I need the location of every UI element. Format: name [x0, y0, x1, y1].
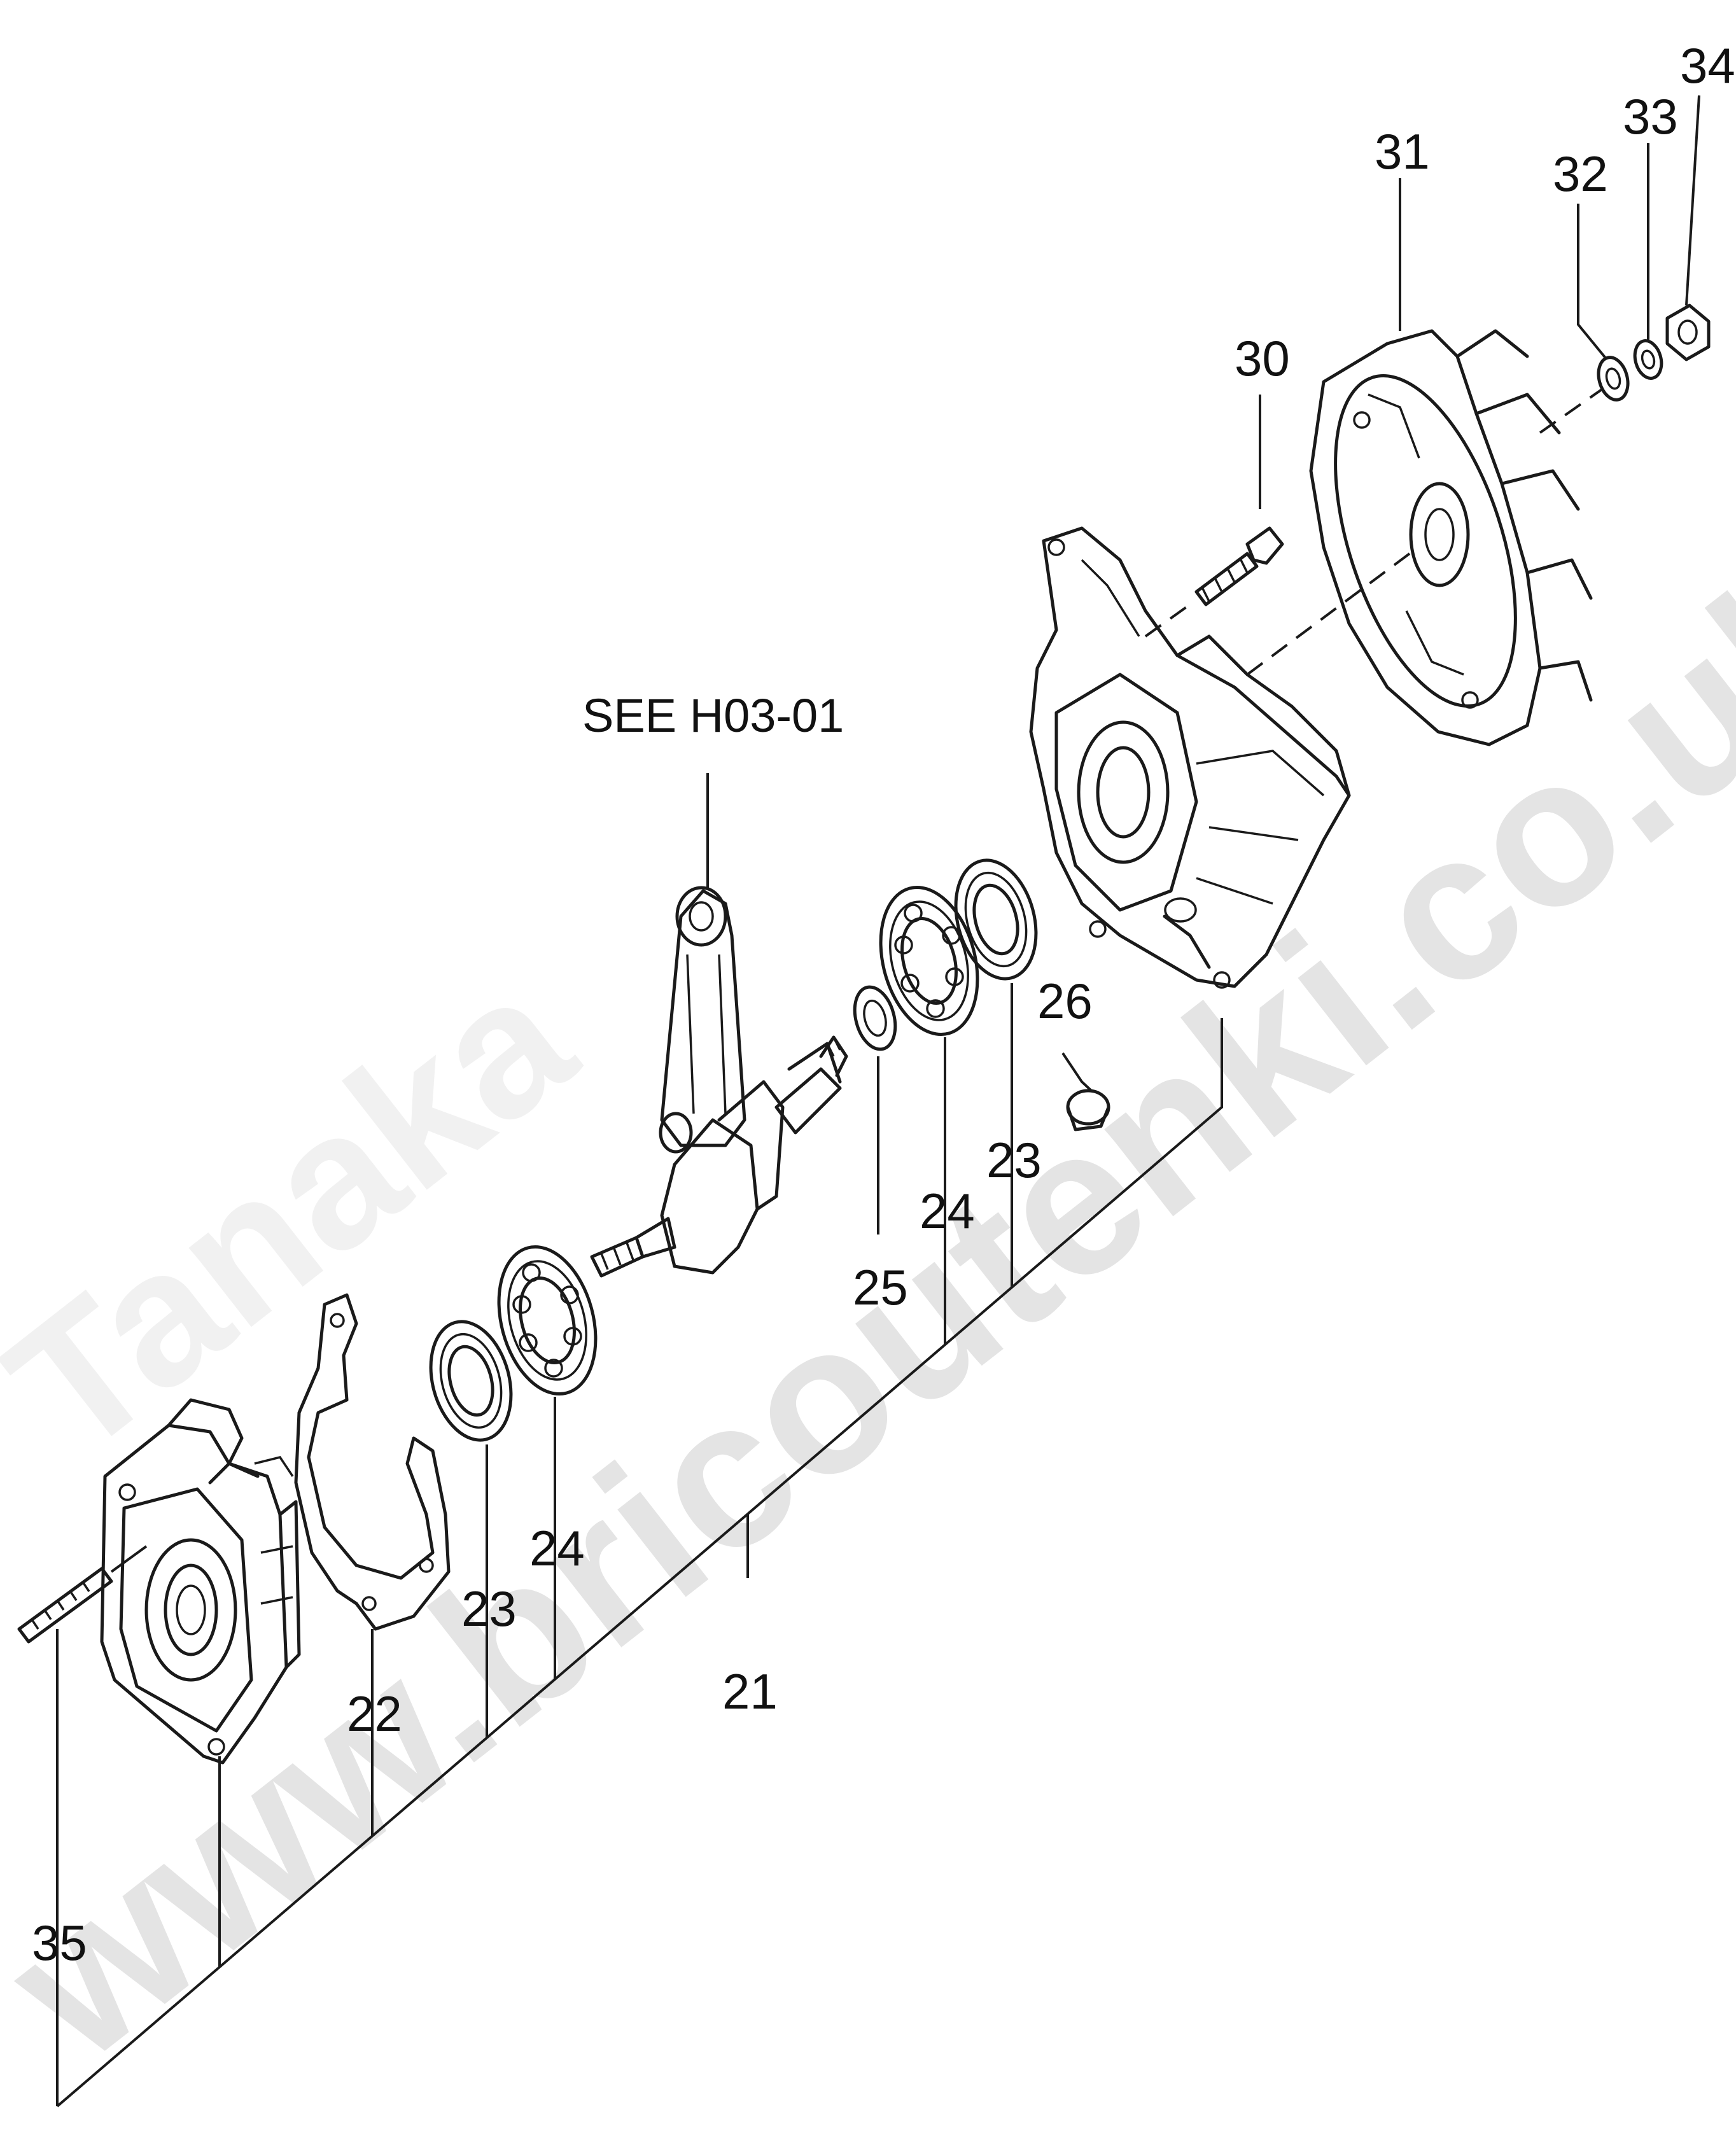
part-33-spring-washer	[1633, 143, 1663, 380]
watermark-secondary: Tanaka	[0, 930, 610, 1496]
part-labels: SEE H03-01 21 22 23 24 25 24 23 26 30 31…	[32, 38, 1735, 1971]
label-34: 34	[1680, 38, 1735, 94]
part-23-oil-seal-right	[954, 858, 1038, 981]
label-23-left: 23	[461, 1581, 517, 1637]
label-26: 26	[1037, 973, 1093, 1029]
part-32-washer	[1577, 204, 1630, 402]
part-35-stud	[17, 1545, 148, 1644]
label-33: 33	[1623, 88, 1678, 144]
part-34-nut	[1665, 95, 1711, 361]
label-35: 35	[32, 1915, 87, 1971]
label-30: 30	[1235, 330, 1290, 386]
label-24-left: 24	[529, 1520, 585, 1576]
part-30-bolt	[1194, 395, 1284, 606]
label-31: 31	[1375, 123, 1430, 179]
part-26-plug	[1061, 1052, 1110, 1131]
leader-lines	[56, 773, 1223, 2108]
label-22: 22	[347, 1686, 402, 1742]
part-22-gasket	[294, 1293, 451, 1631]
part-23-oil-seal-left	[429, 1320, 513, 1442]
reference-label: SEE H03-01	[582, 689, 844, 742]
crankcase-half-right	[1029, 526, 1351, 989]
crankcase-half-left	[100, 1398, 301, 1765]
label-32: 32	[1553, 146, 1608, 202]
label-23-right: 23	[986, 1132, 1042, 1188]
label-24-right: 24	[920, 1183, 975, 1239]
part-24-bearing-left	[497, 1245, 598, 1395]
part-25-washer	[853, 985, 897, 1051]
assembly-axes	[1144, 387, 1605, 676]
part-24-bearing-right	[879, 886, 979, 1036]
part-31-flywheel	[1309, 178, 1593, 746]
label-25: 25	[853, 1259, 908, 1315]
crankshaft-connecting-rod	[590, 886, 848, 1278]
label-21: 21	[722, 1663, 778, 1719]
